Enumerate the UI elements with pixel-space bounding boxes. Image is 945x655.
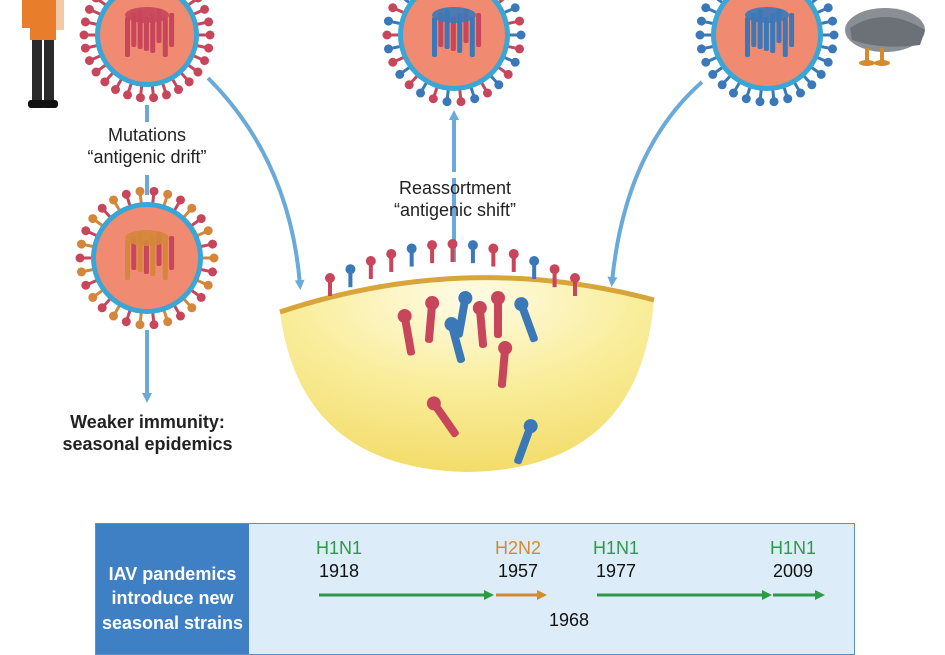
shift-label-line2: “antigenic shift” <box>360 200 550 222</box>
duck-host-icon <box>845 8 925 66</box>
drift-label-line1: Mutations <box>52 125 242 147</box>
human-host-icon <box>22 0 64 108</box>
immunity-label: Weaker immunity: seasonal epidemics <box>40 412 255 455</box>
arrow-avian-to-cell <box>612 82 702 282</box>
shift-label: Reassortment “antigenic shift” <box>360 178 550 221</box>
reassortant-virion-icon <box>383 0 526 106</box>
avian-influenza-virion-icon <box>696 0 839 106</box>
immunity-label-line2: seasonal epidemics <box>40 434 255 456</box>
drift-label: Mutations “antigenic drift” <box>52 125 242 168</box>
drift-label-line2: “antigenic drift” <box>52 147 242 169</box>
drifted-virion-icon <box>76 187 219 329</box>
timeline-arrows <box>96 524 854 654</box>
shift-label-line1: Reassortment <box>360 178 550 200</box>
pandemic-timeline: IAV pandemics introduce new seasonal str… <box>95 523 855 655</box>
human-influenza-virion-icon <box>80 0 215 102</box>
immunity-label-line1: Weaker immunity: <box>40 412 255 434</box>
arrow-human-to-cell <box>208 78 300 285</box>
